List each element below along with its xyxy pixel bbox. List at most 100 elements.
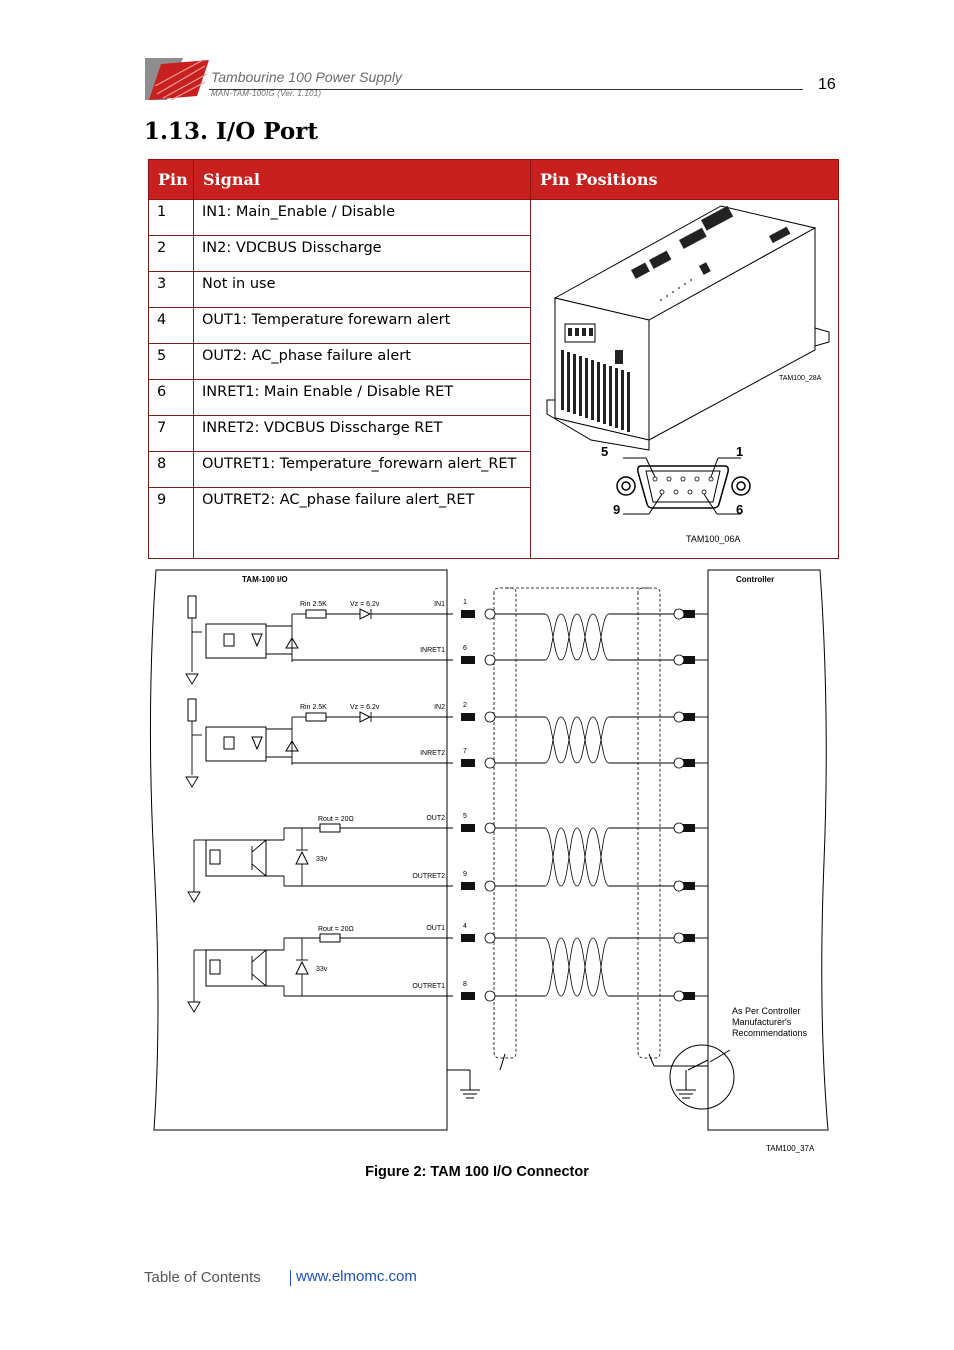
signal-label: OUT2 [426,815,445,822]
connector-ref-label: TAM100_06A [686,534,740,544]
pin-6-label: 6 [736,502,743,517]
input-resistor [305,712,327,722]
cable-end [484,654,496,666]
wire [251,973,267,987]
signal-label: IN2 [434,704,445,711]
zener-diode [359,608,372,620]
zener-diode [295,960,309,975]
pin-cell: 6 [148,379,194,416]
connector-terminal [461,992,475,1000]
controller-terminal [681,992,695,1000]
rin-label: Rin 2.5K [300,704,327,711]
opto-led [223,633,235,647]
controller-terminal [681,882,695,890]
pin-cell: 5 [148,343,194,380]
right-box-title: Controller [736,575,774,584]
cable-end [673,608,685,620]
signal-cell: IN1: Main_Enable / Disable [193,199,531,236]
figure-caption: Figure 2: TAM 100 I/O Connector [365,1164,589,1180]
connector-terminal [461,610,475,618]
optocoupler [205,949,267,987]
io-wiring-schematic: TAM-100 I/O Controller As Per Controller… [149,569,829,1153]
optocoupler [205,839,267,877]
cable-end [484,711,496,723]
left-box-title: TAM-100 I/O [242,575,288,584]
input-resistor [305,609,327,619]
pin-cell: 1 [148,199,194,236]
cable-end [673,880,685,892]
ground-symbol [185,673,199,685]
signal-label: OUTRET1 [412,983,445,990]
ground-symbol [187,1001,201,1013]
zener-diode [359,711,372,723]
twisted-pair [544,827,610,887]
cable-end [673,711,685,723]
opto-diode [251,736,263,751]
signal-label: INRET1 [420,647,445,654]
pin-cell: 4 [148,307,194,344]
signal-cell: INRET1: Main Enable / Disable RET [193,379,531,416]
controller-terminal [681,610,695,618]
document-title: Tambourine 100 Power Supply [211,69,402,85]
table-of-contents-link[interactable]: Table of Contents [144,1269,261,1286]
twisted-pair [544,716,610,764]
twisted-pair [544,937,610,997]
website-link[interactable]: www.elmomc.com [296,1268,417,1285]
optocoupler [205,726,267,762]
connector-terminal [461,656,475,664]
optocoupler [205,623,267,659]
connector-terminal [461,882,475,890]
signal-cell: INRET2: VDCBUS Disscharge RET [193,415,531,452]
connector-terminal [461,713,475,721]
signal-cell: OUTRET2: AC_phase failure alert_RET [193,487,531,559]
zener-voltage-label: 33v [316,966,328,973]
opto-led [209,959,221,975]
cable-end [673,822,685,834]
twisted-pair [544,613,610,661]
wire [251,949,267,963]
pin-cell: 8 [148,451,194,488]
signal-cell: OUT2: AC_phase failure alert [193,343,531,380]
header-signal: Signal [193,159,531,200]
pin-number-label: 9 [463,871,467,878]
signal-label: INRET2 [420,750,445,757]
pin-number-label: 7 [463,748,467,755]
output-resistor [319,933,341,943]
header-pin: Pin [148,159,194,200]
pin-number-label: 8 [463,981,467,988]
zener-diode [295,850,309,865]
connector-terminal [461,934,475,942]
wire [251,839,267,853]
opto-diode [251,633,263,648]
connector-illustration: TAM100_28A [546,205,830,544]
rout-label: Rout = 20Ω [318,926,354,933]
controller-terminal [681,934,695,942]
connector-terminal [461,824,475,832]
cable-end [484,757,496,769]
pin-cell: 2 [148,235,194,272]
pin-number-label: 2 [463,702,467,709]
wire [251,863,267,877]
ground-symbol [187,891,201,903]
schematic-ref-label: TAM100_37A [766,1144,815,1153]
cable-end [484,932,496,944]
table-header-row: Pin Signal Pin Positions [148,159,839,200]
pin-cell: 7 [148,415,194,452]
controller-terminal [681,656,695,664]
pin-number-label: 4 [463,923,467,930]
opto-led [223,736,235,750]
cable-end [673,654,685,666]
signal-cell: Not in use [193,271,531,308]
unit-ref-label: TAM100_28A [779,375,822,382]
controller-note-line-2: Manufacturer's [732,1017,792,1027]
output-resistor [319,823,341,833]
signal-cell: OUT1: Temperature forewarn alert [193,307,531,344]
rout-label: Rout = 20Ω [318,816,354,823]
document-code: MAN-TAM-100IG (Ver. 1.101) [211,89,322,98]
signal-label: IN1 [434,601,445,608]
pin-number-label: 6 [463,645,467,652]
pin-5-label: 5 [601,444,608,459]
